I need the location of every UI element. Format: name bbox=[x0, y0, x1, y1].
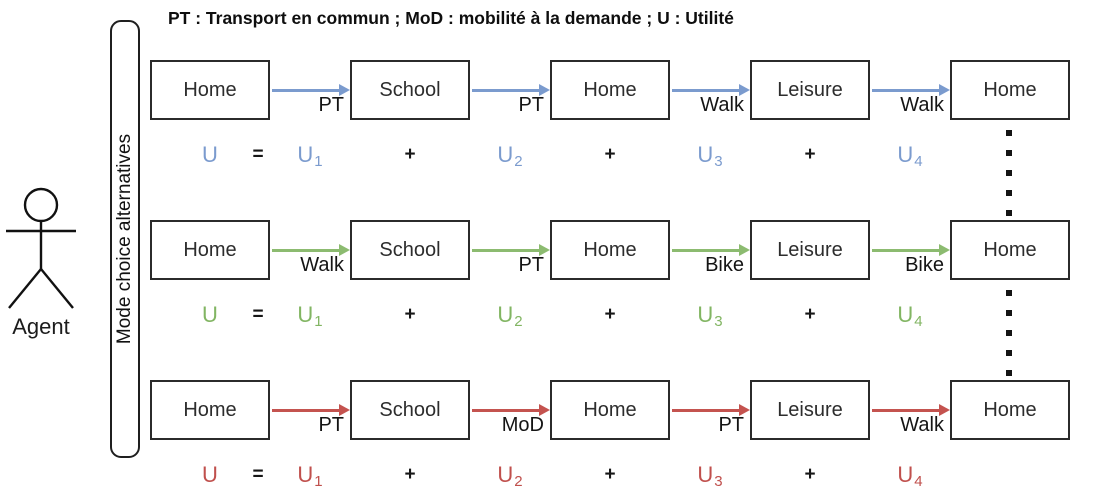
activity-box-home: Home bbox=[150, 220, 270, 280]
activity-box-home: Home bbox=[950, 380, 1070, 440]
mode-label: Walk bbox=[700, 94, 744, 116]
plus-sign: + bbox=[804, 304, 816, 325]
mode-arrow-head bbox=[739, 84, 750, 96]
activity-box-home: Home bbox=[550, 220, 670, 280]
equals-sign: = bbox=[252, 464, 264, 485]
legend-title: PT : Transport en commun ; MoD : mobilit… bbox=[168, 8, 734, 28]
utility-total: U bbox=[202, 142, 218, 167]
equals-sign: = bbox=[252, 144, 264, 165]
mode-arrow bbox=[872, 89, 940, 92]
mode-label: MoD bbox=[501, 414, 544, 436]
mode-arrow bbox=[872, 409, 940, 412]
mode-arrow bbox=[872, 249, 940, 252]
utility-term: U2 bbox=[497, 302, 523, 330]
mode-arrow-head bbox=[339, 404, 350, 416]
mode-label: Walk bbox=[300, 254, 344, 276]
mode-arrow-head bbox=[539, 84, 550, 96]
activity-box-school: School bbox=[350, 380, 470, 440]
utility-total: U bbox=[202, 302, 218, 327]
mode-arrow bbox=[272, 89, 340, 92]
mode-label: PT bbox=[518, 254, 544, 276]
mode-label: PT bbox=[318, 414, 344, 436]
mode-choice-alternatives-bar: Mode choice alternatives bbox=[110, 20, 140, 458]
plus-sign: + bbox=[804, 144, 816, 165]
mode-label: Bike bbox=[905, 254, 944, 276]
mode-arrow bbox=[472, 249, 540, 252]
mode-label: Walk bbox=[900, 414, 944, 436]
mode-arrow-head bbox=[939, 84, 950, 96]
equals-sign: = bbox=[252, 304, 264, 325]
mode-arrow bbox=[672, 409, 740, 412]
mode-arrow bbox=[672, 89, 740, 92]
mode-label: PT bbox=[318, 94, 344, 116]
mode-arrow bbox=[472, 89, 540, 92]
activity-box-school: School bbox=[350, 60, 470, 120]
utility-total: U bbox=[202, 462, 218, 487]
mode-label: PT bbox=[718, 414, 744, 436]
activity-box-school: School bbox=[350, 220, 470, 280]
mode-arrow-head bbox=[339, 244, 350, 256]
mode-label: PT bbox=[518, 94, 544, 116]
utility-term: U1 bbox=[297, 302, 323, 330]
utility-term: U2 bbox=[497, 462, 523, 490]
activity-box-home: Home bbox=[150, 380, 270, 440]
activity-box-leisure: Leisure bbox=[750, 380, 870, 440]
mode-label: Walk bbox=[900, 94, 944, 116]
utility-term: U1 bbox=[297, 462, 323, 490]
utility-term: U2 bbox=[497, 142, 523, 170]
agent-label: Agent bbox=[12, 314, 70, 339]
mode-arrow bbox=[272, 249, 340, 252]
mode-label: Bike bbox=[705, 254, 744, 276]
activity-box-home: Home bbox=[550, 60, 670, 120]
plus-sign: + bbox=[604, 304, 616, 325]
utility-term: U3 bbox=[697, 462, 723, 490]
mode-arrow-head bbox=[939, 244, 950, 256]
utility-term: U1 bbox=[297, 142, 323, 170]
continuation-dots bbox=[1006, 290, 1012, 378]
continuation-dots bbox=[1006, 130, 1012, 218]
mode-arrow-head bbox=[739, 244, 750, 256]
mode-arrow bbox=[472, 409, 540, 412]
mode-arrow-head bbox=[739, 404, 750, 416]
plus-sign: + bbox=[604, 144, 616, 165]
utility-term: U4 bbox=[897, 302, 923, 330]
mode-arrow-head bbox=[939, 404, 950, 416]
activity-box-home: Home bbox=[950, 220, 1070, 280]
utility-term: U4 bbox=[897, 142, 923, 170]
activity-box-leisure: Leisure bbox=[750, 220, 870, 280]
activity-box-home: Home bbox=[550, 380, 670, 440]
plus-sign: + bbox=[604, 464, 616, 485]
utility-term: U3 bbox=[697, 142, 723, 170]
utility-term: U3 bbox=[697, 302, 723, 330]
agent-stick-figure-icon bbox=[6, 187, 76, 309]
plus-sign: + bbox=[404, 464, 416, 485]
activity-box-leisure: Leisure bbox=[750, 60, 870, 120]
utility-term: U4 bbox=[897, 462, 923, 490]
mode-arrow bbox=[272, 409, 340, 412]
mode-arrow-head bbox=[539, 404, 550, 416]
activity-box-home: Home bbox=[950, 60, 1070, 120]
plus-sign: + bbox=[804, 464, 816, 485]
plus-sign: + bbox=[404, 144, 416, 165]
mode-arrow bbox=[672, 249, 740, 252]
mode-choice-alternatives-label: Mode choice alternatives bbox=[114, 133, 135, 345]
mode-arrow-head bbox=[339, 84, 350, 96]
mode-arrow-head bbox=[539, 244, 550, 256]
plus-sign: + bbox=[404, 304, 416, 325]
activity-box-home: Home bbox=[150, 60, 270, 120]
